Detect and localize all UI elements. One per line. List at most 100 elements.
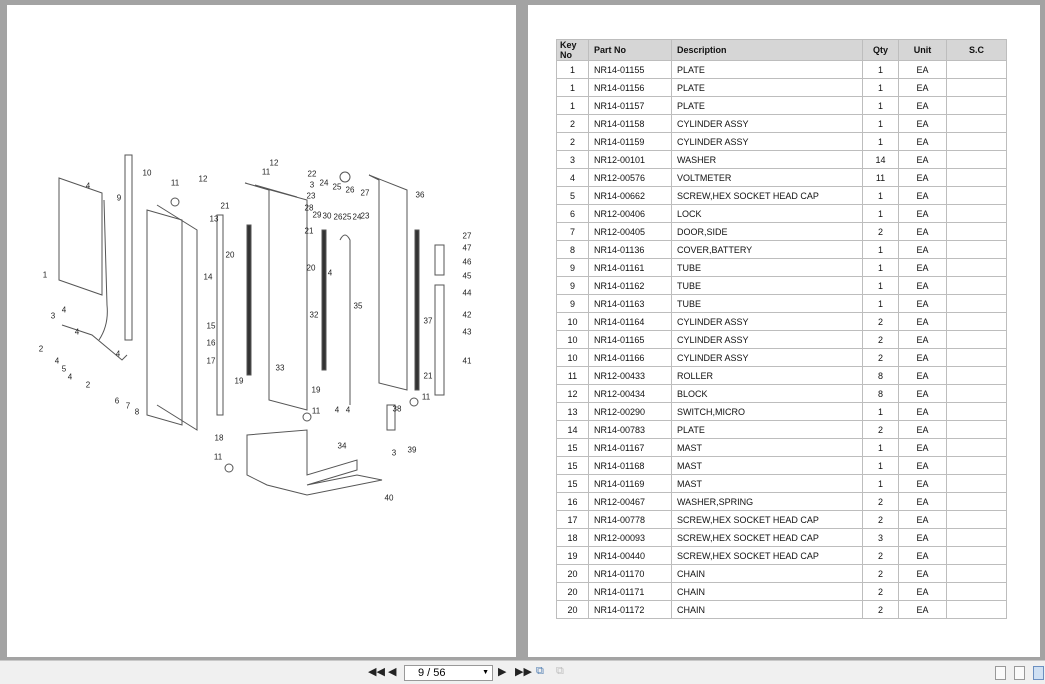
last-page-icon[interactable]: ▶▶ <box>515 666 532 678</box>
cell-part-no: NR14-01167 <box>588 438 672 457</box>
cell-description: TUBE <box>671 258 863 277</box>
header-sc: S.C <box>946 39 1007 61</box>
cell-qty: 1 <box>862 60 899 79</box>
callout: 30 <box>322 211 332 221</box>
cell-unit: EA <box>898 600 947 619</box>
callout: 11 <box>421 392 431 402</box>
cell-part-no: NR12-00467 <box>588 492 672 511</box>
cell-unit: EA <box>898 240 947 259</box>
cell-key-no: 11 <box>556 366 589 385</box>
callout: 21 <box>220 201 230 211</box>
paste-icon[interactable]: ⧉ <box>556 665 564 677</box>
cell-qty: 1 <box>862 78 899 97</box>
cell-part-no: NR14-01161 <box>588 258 672 277</box>
cell-description: VOLTMETER <box>671 168 863 187</box>
cell-unit: EA <box>898 582 947 601</box>
cell-sc <box>946 258 1007 277</box>
callout: 3 <box>309 180 315 190</box>
cell-key-no: 9 <box>556 276 589 295</box>
cell-description: PLATE <box>671 78 863 97</box>
copy-icon[interactable]: ⧉ <box>536 665 544 677</box>
cell-description: MAST <box>671 456 863 475</box>
cell-part-no: NR12-00576 <box>588 168 672 187</box>
next-page-icon[interactable]: ▶ <box>498 666 507 678</box>
cell-description: CYLINDER ASSY <box>671 312 863 331</box>
cell-description: SCREW,HEX SOCKET HEAD CAP <box>671 528 863 547</box>
cell-part-no: NR14-01155 <box>588 60 672 79</box>
callout: 9 <box>116 193 122 203</box>
callout: 44 <box>462 288 472 298</box>
callout: 4 <box>345 405 351 415</box>
callout: 21 <box>423 371 433 381</box>
cell-unit: EA <box>898 402 947 421</box>
cell-unit: EA <box>898 420 947 439</box>
callout: 33 <box>275 363 285 373</box>
prev-page-icon[interactable]: ◀ <box>388 666 397 678</box>
page-number-select[interactable]: 9 / 56 ▼ <box>404 665 493 681</box>
first-page-icon[interactable]: ◀◀ <box>368 666 385 678</box>
callout: 42 <box>462 310 472 320</box>
cell-key-no: 18 <box>556 528 589 547</box>
callout: 1 <box>42 270 48 280</box>
callout: 43 <box>462 327 472 337</box>
cell-part-no: NR14-01166 <box>588 348 672 367</box>
callout: 18 <box>214 433 224 443</box>
cell-sc <box>946 294 1007 313</box>
callout: 8 <box>134 407 140 417</box>
cell-description: BLOCK <box>671 384 863 403</box>
callout: 20 <box>225 250 235 260</box>
two-page-view-icon[interactable] <box>1033 666 1044 680</box>
cell-description: ROLLER <box>671 366 863 385</box>
callout: 3 <box>50 311 56 321</box>
cell-key-no: 5 <box>556 186 589 205</box>
cell-sc <box>946 276 1007 295</box>
cell-description: DOOR,SIDE <box>671 222 863 241</box>
cell-description: WASHER,SPRING <box>671 492 863 511</box>
cell-unit: EA <box>898 258 947 277</box>
cell-key-no: 8 <box>556 240 589 259</box>
cell-part-no: NR14-00783 <box>588 420 672 439</box>
cell-sc <box>946 564 1007 583</box>
continuous-view-icon[interactable] <box>1014 666 1025 680</box>
callout: 36 <box>415 190 425 200</box>
cell-sc <box>946 348 1007 367</box>
cell-unit: EA <box>898 438 947 457</box>
callout: 24 <box>319 178 329 188</box>
page-indicator: 9 / 56 <box>418 667 446 679</box>
cell-sc <box>946 222 1007 241</box>
cell-part-no: NR14-01163 <box>588 294 672 313</box>
cell-qty: 1 <box>862 240 899 259</box>
cell-key-no: 14 <box>556 420 589 439</box>
callout: 11 <box>213 452 223 462</box>
cell-description: CHAIN <box>671 582 863 601</box>
callout: 2 <box>85 380 91 390</box>
cell-sc <box>946 204 1007 223</box>
cell-key-no: 17 <box>556 510 589 529</box>
cell-key-no: 2 <box>556 114 589 133</box>
cell-qty: 2 <box>862 348 899 367</box>
callout: 13 <box>209 214 219 224</box>
callout: 29 <box>312 210 322 220</box>
cell-key-no: 16 <box>556 492 589 511</box>
cell-qty: 1 <box>862 276 899 295</box>
cell-key-no: 1 <box>556 60 589 79</box>
cell-part-no: NR14-01169 <box>588 474 672 493</box>
cell-key-no: 3 <box>556 150 589 169</box>
cell-sc <box>946 312 1007 331</box>
single-page-view-icon[interactable] <box>995 666 1006 680</box>
cell-qty: 14 <box>862 150 899 169</box>
